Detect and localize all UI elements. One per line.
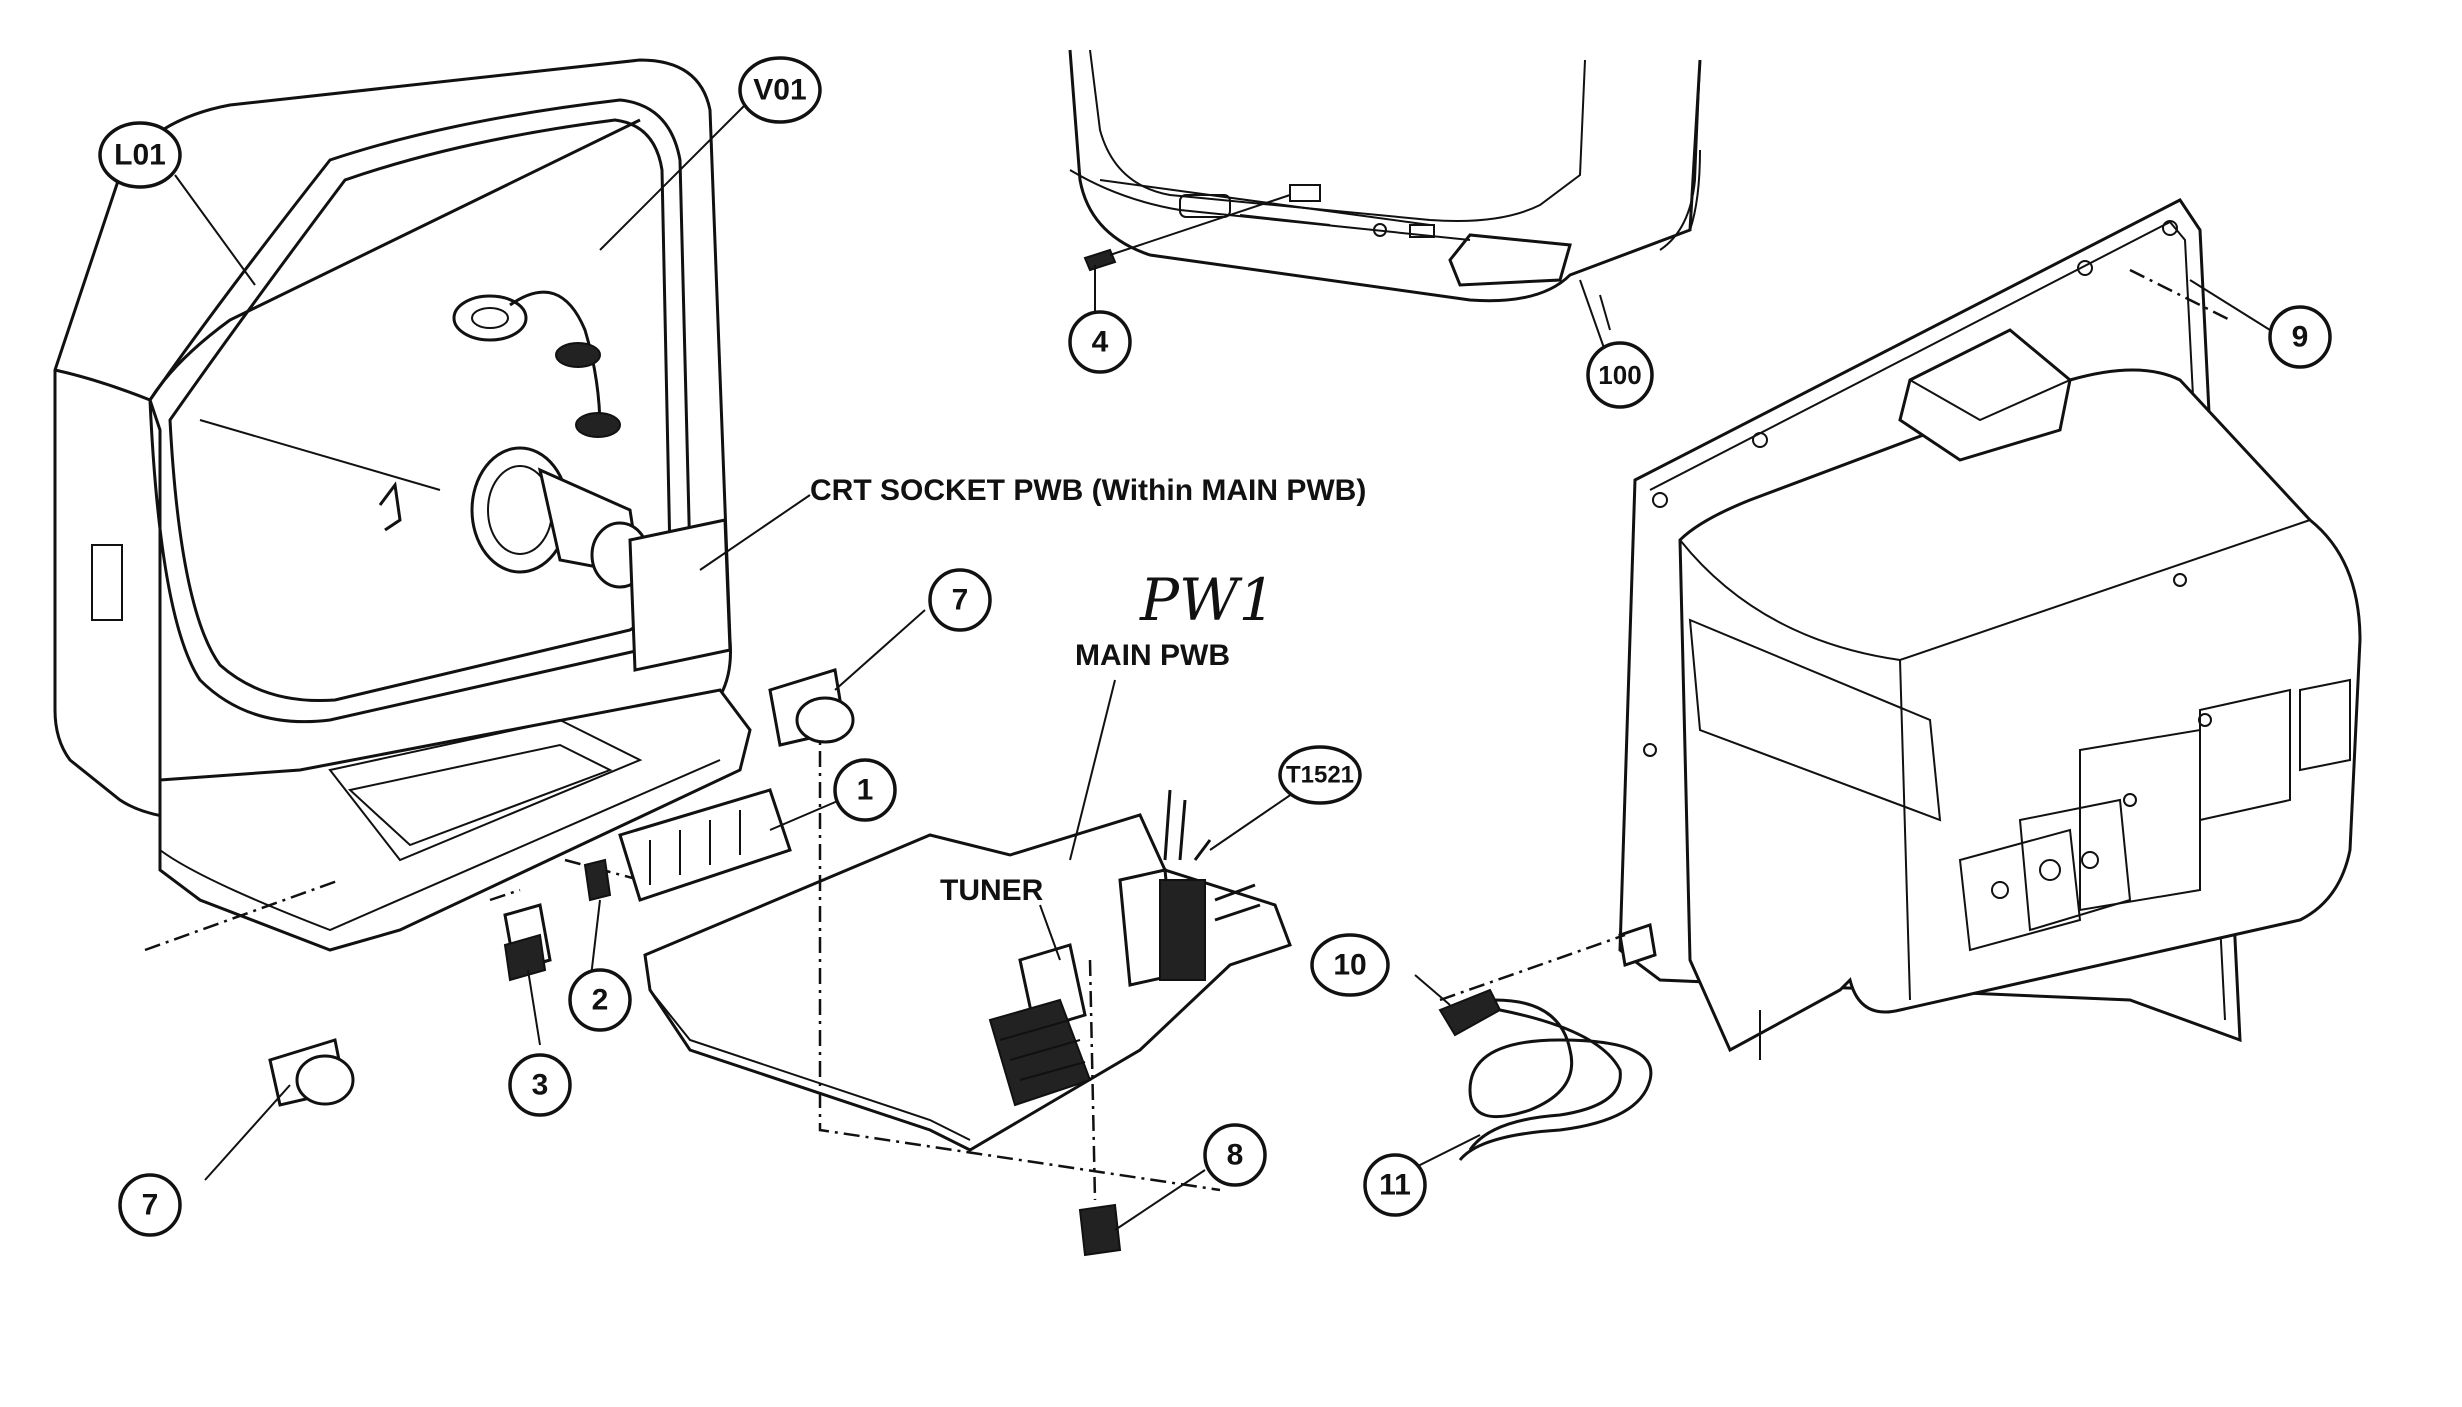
front-cabinet-crt-assembly bbox=[53, 58, 752, 952]
small-parts bbox=[268, 668, 1653, 1257]
callout-ref-1: 1 bbox=[833, 758, 897, 822]
svg-text:3: 3 bbox=[532, 1069, 549, 1102]
svg-text:7: 7 bbox=[142, 1189, 159, 1222]
callout-ref-2: 2 bbox=[568, 968, 632, 1032]
svg-text:7: 7 bbox=[952, 584, 969, 617]
svg-text:T1521: T1521 bbox=[1286, 762, 1354, 789]
svg-text:11: 11 bbox=[1379, 1169, 1411, 1202]
crt-socket-pwb-label: CRT SOCKET PWB (Within MAIN PWB) bbox=[810, 474, 1366, 507]
svg-text:4: 4 bbox=[1092, 326, 1109, 359]
callout-ref-10: 10 bbox=[1310, 933, 1390, 997]
callout-ref-11: 11 bbox=[1363, 1153, 1427, 1217]
callout-ref-8: 8 bbox=[1203, 1123, 1267, 1187]
tv-front-view bbox=[1068, 49, 1702, 331]
svg-text:10: 10 bbox=[1333, 949, 1366, 982]
callout-ref-4: 4 bbox=[1068, 310, 1132, 374]
callout-ref-7-lower: 7 bbox=[118, 1173, 182, 1237]
pw1-handwritten-label: PW1 bbox=[1139, 566, 1276, 634]
svg-text:L01: L01 bbox=[114, 139, 166, 172]
main-pwb-label: MAIN PWB bbox=[1075, 639, 1230, 672]
main-pwb-board bbox=[564, 720, 1292, 1201]
svg-text:100: 100 bbox=[1598, 360, 1641, 390]
svg-text:9: 9 bbox=[2292, 321, 2309, 354]
callout-ref-7-upper: 7 bbox=[928, 568, 992, 632]
callout-t1521: T1521 bbox=[1278, 745, 1362, 805]
rear-cabinet bbox=[1439, 198, 2362, 1060]
callout-ref-3: 3 bbox=[508, 1053, 572, 1117]
callout-v01: V01 bbox=[738, 56, 822, 124]
svg-text:V01: V01 bbox=[753, 74, 806, 107]
svg-text:2: 2 bbox=[592, 984, 609, 1017]
svg-text:8: 8 bbox=[1227, 1139, 1244, 1172]
tuner-label: TUNER bbox=[940, 874, 1044, 907]
callout-ref-100: 100 bbox=[1586, 341, 1654, 409]
callout-ref-9: 9 bbox=[2268, 305, 2332, 369]
svg-text:1: 1 bbox=[857, 774, 874, 807]
callout-l01: L01 bbox=[98, 121, 182, 189]
